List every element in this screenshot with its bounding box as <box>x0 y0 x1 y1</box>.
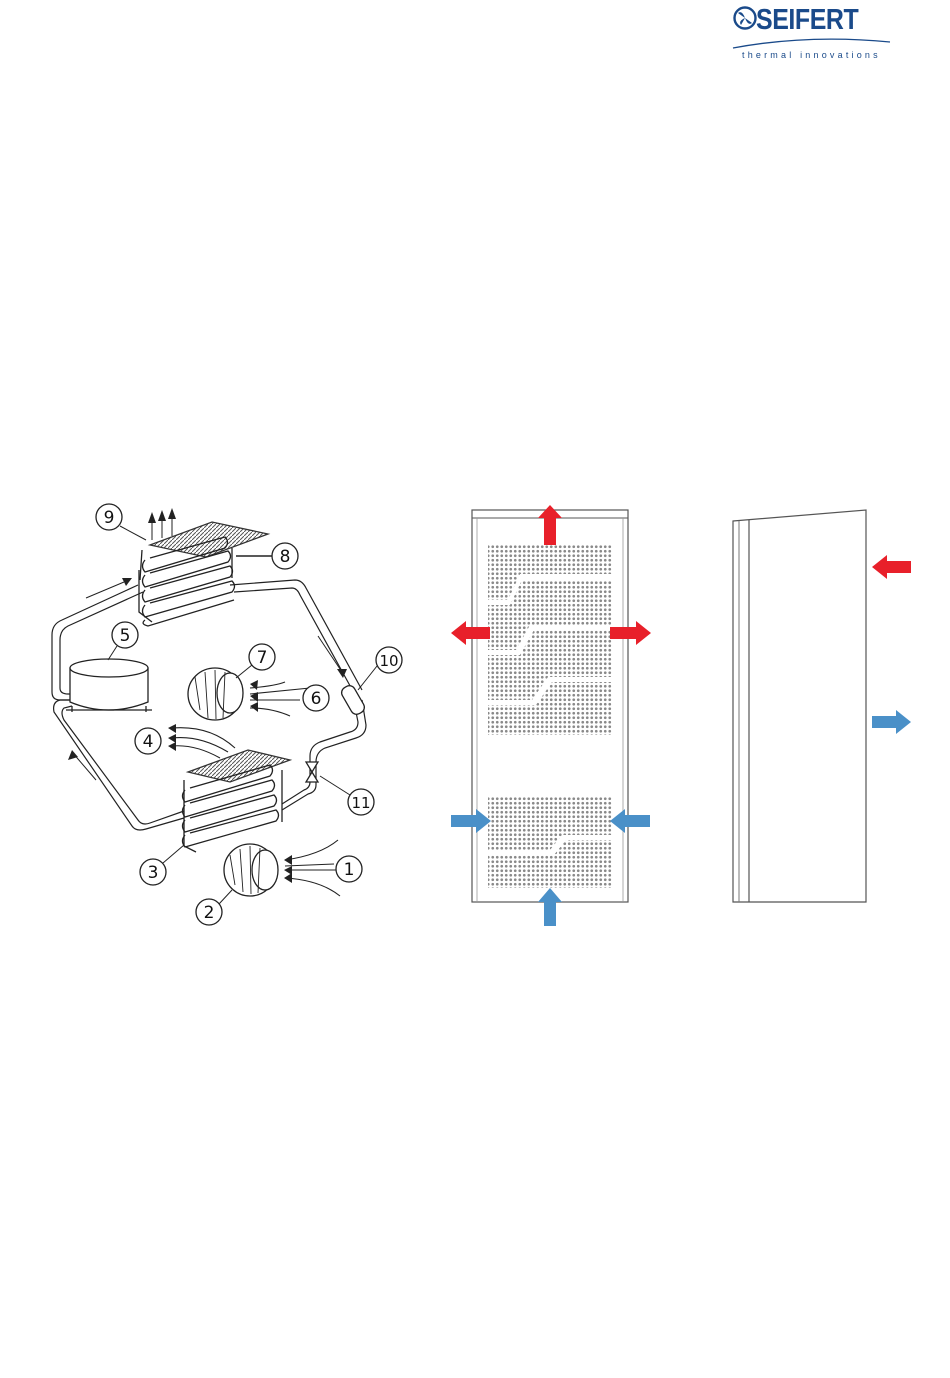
unit-side-view <box>733 510 911 902</box>
unit-front-view <box>451 505 651 926</box>
callout-3: 3 <box>140 845 184 885</box>
svg-text:7: 7 <box>257 648 268 668</box>
svg-text:6: 6 <box>311 689 322 709</box>
callout-7: 7 <box>236 644 275 678</box>
callout-4: 4 <box>135 728 161 754</box>
svg-text:8: 8 <box>280 547 291 567</box>
hot-air-arrow-side-in <box>872 555 911 579</box>
svg-text:11: 11 <box>351 794 370 812</box>
svg-text:10: 10 <box>379 652 398 670</box>
callout-5: 5 <box>108 622 138 660</box>
callout-11: 11 <box>320 776 374 815</box>
svg-text:3: 3 <box>148 863 159 883</box>
cold-air-arrow-side-out <box>872 710 911 734</box>
condenser <box>139 522 268 626</box>
compressor <box>66 659 152 712</box>
lower-grille <box>488 797 612 888</box>
callout-1: 1 <box>336 856 362 882</box>
callout-8: 8 <box>236 543 298 569</box>
svg-text:5: 5 <box>120 626 131 646</box>
callout-9: 9 <box>96 504 146 540</box>
callout-10: 10 <box>358 647 402 690</box>
svg-text:1: 1 <box>344 860 355 880</box>
svg-text:4: 4 <box>143 732 154 752</box>
evaporator-fan <box>224 844 278 896</box>
svg-text:2: 2 <box>204 903 215 923</box>
evaporator <box>183 750 291 852</box>
condenser-fan <box>188 668 243 720</box>
upper-grille <box>488 545 612 735</box>
callout-2: 2 <box>196 890 232 925</box>
svg-text:9: 9 <box>104 508 115 528</box>
callout-6: 6 <box>303 685 329 711</box>
